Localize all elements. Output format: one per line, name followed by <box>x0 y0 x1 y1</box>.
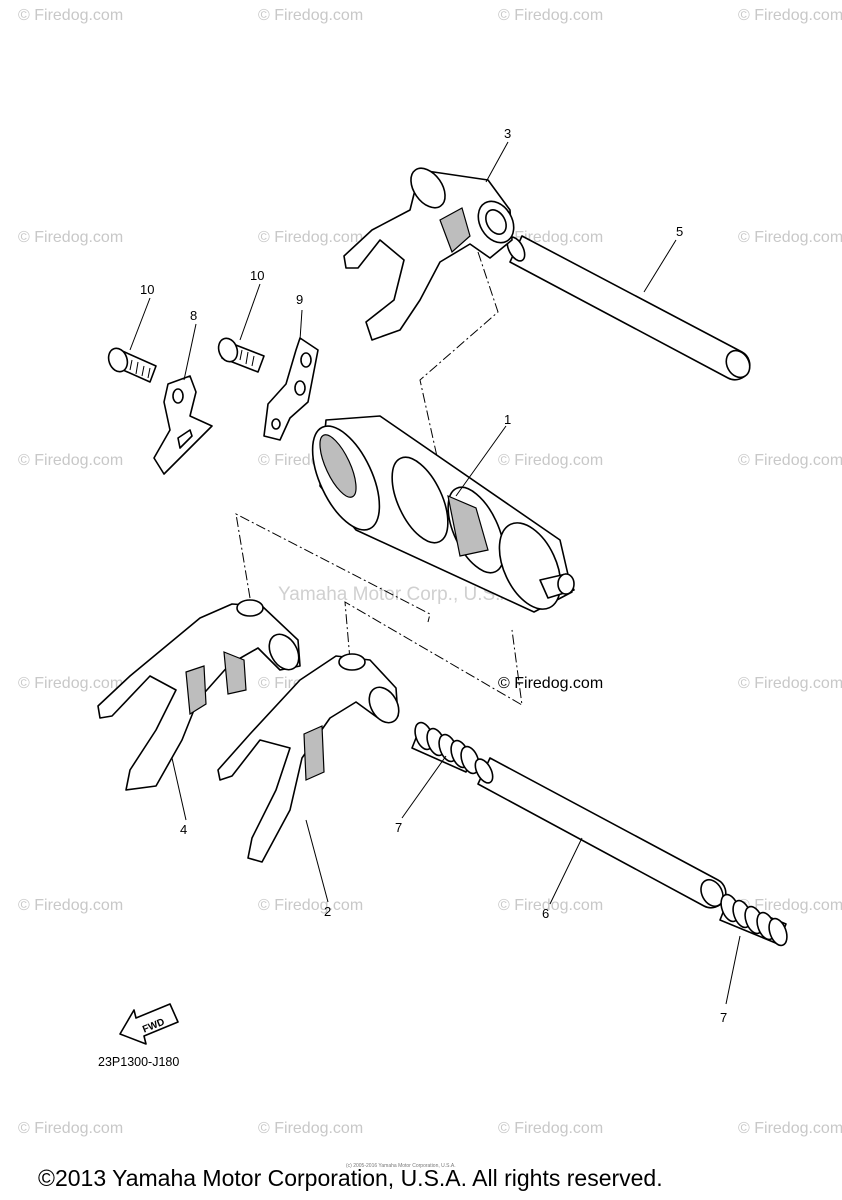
assembly-line-fork-4 <box>235 513 431 623</box>
shift-fork-guide-bar-upper <box>506 235 751 381</box>
shift-drum <box>311 415 575 613</box>
assembly-line-fork-3 <box>419 251 499 471</box>
leader-line-7-upper <box>401 755 447 819</box>
watermark: © Firedog.com <box>18 675 123 692</box>
leader-line-8 <box>183 323 197 381</box>
callout-9: 9 <box>296 292 303 307</box>
copyright-notice: ©2013 Yamaha Motor Corporation, U.S.A. A… <box>38 1165 663 1191</box>
watermark: © Firedog.com <box>258 7 363 24</box>
leader-line-6 <box>549 837 583 905</box>
forward-arrow-icon: FWD <box>119 1003 179 1045</box>
leader-line-1 <box>455 425 507 497</box>
tiny-notice: (c) 2005-2016 Yamaha Motor Corporation, … <box>346 1163 456 1169</box>
callout-3: 3 <box>504 126 511 141</box>
leader-line-2 <box>305 819 329 903</box>
diagram-code: 23P1300-J180 <box>98 1055 179 1069</box>
watermark: © Firedog.com <box>498 897 603 914</box>
watermark: © Firedog.com <box>258 229 363 246</box>
watermark: © Firedog.com <box>18 7 123 24</box>
shift-fork-4 <box>97 599 301 791</box>
shift-fork-guide-bar-lower <box>474 757 727 909</box>
watermark: © Firedog.com <box>18 229 123 246</box>
leader-line-3 <box>485 141 509 183</box>
leader-line-9 <box>299 309 303 341</box>
watermark: © Firedog.com <box>738 897 842 914</box>
callout-10-right: 10 <box>250 268 264 283</box>
watermark: © Firedog.com <box>738 675 842 692</box>
spring-7-lower <box>719 893 788 947</box>
watermark: © Firedog.com <box>498 452 603 469</box>
callout-7-lower: 7 <box>720 1010 727 1025</box>
leader-line-4 <box>171 757 187 821</box>
watermark: © Firedog.com <box>18 897 123 914</box>
leader-line-7-lower <box>725 935 741 1005</box>
callout-6: 6 <box>542 906 549 921</box>
shift-fork-2 <box>217 653 400 863</box>
leader-line-10-left <box>129 297 151 351</box>
stopper-plate-9 <box>263 337 319 441</box>
bolt-10-right <box>217 337 265 373</box>
watermark: © Firedog.com <box>738 229 842 246</box>
watermark: © Firedog.com <box>738 1120 842 1137</box>
watermark: © Firedog.com <box>258 1120 363 1137</box>
leader-lines <box>129 141 741 1005</box>
shift-fork-3 <box>343 167 515 341</box>
callout-10-left: 10 <box>140 282 154 297</box>
watermark: © Firedog.com <box>18 1120 123 1137</box>
watermark: © Firedog.com <box>738 452 842 469</box>
leader-line-10-right <box>239 283 261 341</box>
watermark: © Firedog.com <box>498 1120 603 1137</box>
callout-7-upper: 7 <box>395 820 402 835</box>
leader-line-5 <box>643 239 677 293</box>
callout-5: 5 <box>676 224 683 239</box>
callout-8: 8 <box>190 308 197 323</box>
inline-watermark: © Firedog.com <box>498 675 603 692</box>
callout-2: 2 <box>324 904 331 919</box>
assembly-lines <box>235 251 523 706</box>
callout-4: 4 <box>180 822 187 837</box>
watermark: © Firedog.com <box>498 7 603 24</box>
center-watermark: Yamaha Motor Corp., U.S.A. <box>278 584 518 605</box>
callout-1: 1 <box>504 412 511 427</box>
stopper-plate-8 <box>153 375 213 475</box>
watermark: © Firedog.com <box>258 897 363 914</box>
bolt-10-left <box>107 347 157 383</box>
callouts: 1 2 3 4 5 6 7 7 8 9 10 10 <box>140 126 727 1025</box>
watermark: © Firedog.com <box>738 7 842 24</box>
spring-7-upper <box>411 721 480 775</box>
watermark: © Firedog.com <box>18 452 123 469</box>
